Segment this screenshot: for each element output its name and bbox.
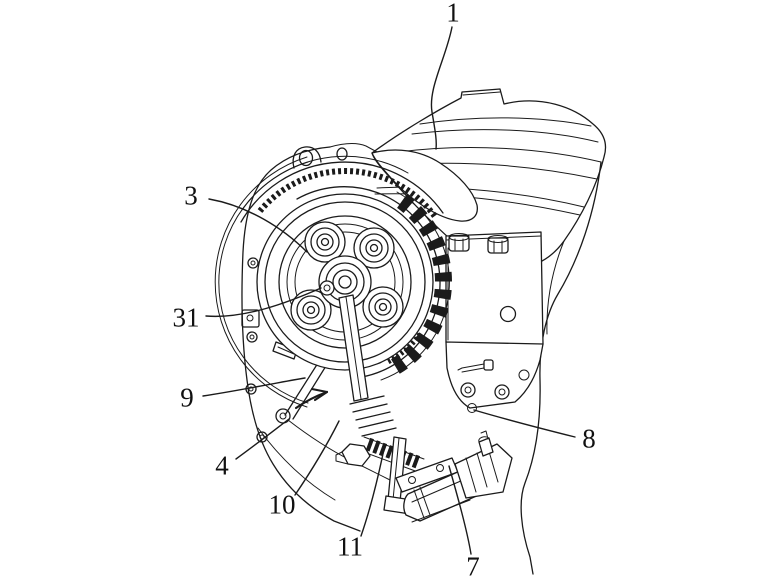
bolt-hole bbox=[246, 331, 258, 343]
bolt bbox=[518, 369, 530, 381]
leader-line-7 bbox=[448, 465, 472, 555]
pressure-plate bbox=[278, 215, 412, 349]
hex-nut bbox=[335, 443, 371, 467]
bolt-hole bbox=[336, 147, 348, 161]
washer-31 bbox=[319, 280, 335, 296]
leader-lines bbox=[202, 26, 576, 555]
leader-line-8 bbox=[473, 409, 576, 438]
leader-line-10 bbox=[294, 420, 340, 496]
bolt bbox=[494, 384, 510, 400]
clutch-hub bbox=[318, 255, 372, 309]
case-right-contour bbox=[520, 161, 602, 575]
ref-label-10: 10 bbox=[268, 489, 296, 520]
spring-stack bbox=[349, 395, 385, 405]
spring-boss bbox=[353, 227, 395, 269]
ref-label-8: 8 bbox=[582, 423, 596, 454]
leader-line-11 bbox=[360, 448, 385, 537]
clutch-assembly bbox=[240, 155, 452, 402]
bolt-hole bbox=[298, 149, 314, 167]
ref-label-31: 31 bbox=[172, 302, 200, 333]
connector-latch bbox=[478, 437, 494, 457]
bolt bbox=[460, 382, 476, 398]
screw bbox=[457, 359, 494, 373]
cap-fitting bbox=[448, 233, 470, 252]
pivot-bolt bbox=[275, 408, 291, 424]
flange-boss bbox=[241, 309, 260, 328]
primary-gear-teeth bbox=[386, 332, 423, 365]
leader-line-1 bbox=[430, 26, 453, 150]
spring-boss bbox=[304, 221, 346, 263]
ref-label-3: 3 bbox=[184, 180, 198, 211]
clutch-basket-tabs bbox=[386, 194, 452, 377]
bolt bbox=[467, 403, 477, 413]
ref-label-11: 11 bbox=[337, 531, 363, 562]
ref-label-1: 1 bbox=[446, 0, 460, 28]
spring-boss bbox=[362, 286, 404, 328]
cap-fitting bbox=[487, 235, 509, 254]
actuator-assembly bbox=[335, 395, 513, 523]
connector bbox=[454, 430, 513, 499]
bolt-hole bbox=[247, 257, 259, 269]
ring-gear-teeth bbox=[257, 168, 439, 220]
panel-hole bbox=[499, 305, 517, 323]
bolt-hole bbox=[256, 431, 268, 443]
spring-boss bbox=[290, 289, 332, 331]
side-panel bbox=[445, 231, 544, 413]
leader-line-31 bbox=[205, 287, 322, 318]
ref-label-4: 4 bbox=[215, 450, 229, 481]
leader-line-3 bbox=[208, 198, 308, 253]
worm-shaft bbox=[365, 437, 423, 470]
leader-line-4 bbox=[235, 418, 290, 460]
leader-line-9 bbox=[202, 377, 306, 397]
direction-arrow bbox=[294, 387, 329, 410]
ref-label-7: 7 bbox=[466, 551, 480, 582]
ref-label-9: 9 bbox=[180, 382, 194, 413]
